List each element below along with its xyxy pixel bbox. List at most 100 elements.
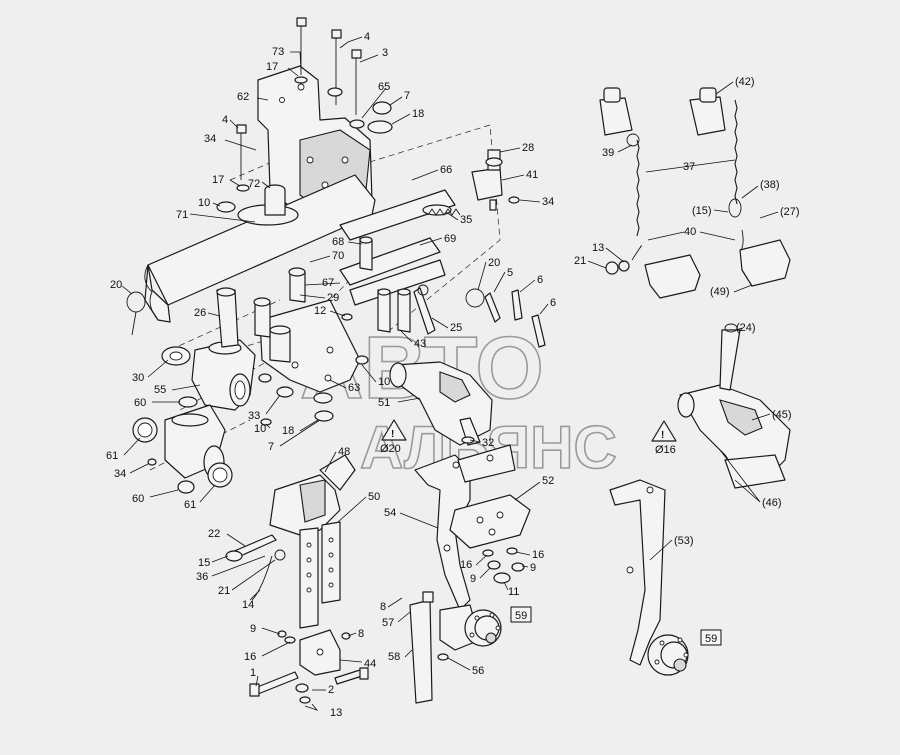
part-number: 37 — [683, 161, 695, 173]
part-number: 61 — [106, 450, 118, 462]
part-number: 71 — [176, 209, 188, 221]
part-number: 11 — [508, 586, 519, 598]
part-number: 9 — [470, 573, 476, 585]
part-callouts: 73 4 3 17 65 7 62 18 4 34 17 72 10 71 28… — [106, 31, 800, 719]
part-number: (27) — [780, 206, 800, 218]
part-number: 17 — [212, 174, 224, 186]
warning-symbol: ! — [661, 430, 664, 441]
drawbar-beam — [144, 174, 376, 323]
hitch-sleeve — [132, 339, 256, 494]
part-number: 55 — [154, 384, 166, 396]
lynch-pin — [225, 534, 286, 601]
part-number: 14 — [242, 599, 254, 611]
part-number: 66 — [440, 164, 452, 176]
part-number: 9 — [250, 623, 256, 635]
part-number: (15) — [692, 205, 712, 217]
part-number: 34 — [542, 196, 554, 208]
part-number: 21 — [574, 255, 586, 267]
part-number: 61 — [184, 499, 196, 511]
part-number: 9 — [530, 562, 536, 574]
part-number: 60 — [132, 493, 144, 505]
part-number: 20 — [110, 279, 122, 291]
part-number: 18 — [282, 425, 294, 437]
part-number: (42) — [735, 76, 755, 88]
part-number: 4 — [222, 114, 228, 126]
part-number: 16 — [244, 651, 256, 663]
part-number: (24) — [736, 322, 756, 334]
part-number: 21 — [218, 585, 230, 597]
part-number: 62 — [237, 91, 249, 103]
part-number: (38) — [760, 179, 780, 191]
part-number: 16 — [460, 559, 472, 571]
support-leg-left — [409, 591, 502, 704]
washers-lower — [258, 313, 369, 426]
part-number: 25 — [450, 322, 462, 334]
part-number: 7 — [404, 90, 410, 102]
part-number: 57 — [382, 617, 394, 629]
part-number: (53) — [674, 535, 694, 547]
part-number: (46) — [762, 497, 782, 509]
part-number: 44 — [364, 658, 376, 670]
nuts-middle — [482, 547, 525, 584]
side-links — [339, 189, 456, 306]
part-number: 2 — [328, 684, 334, 696]
part-number: 15 — [198, 557, 210, 569]
part-number: 22 — [208, 528, 220, 540]
support-leg-right — [609, 479, 689, 676]
part-number: 65 — [378, 81, 390, 93]
part-number: 26 — [194, 307, 206, 319]
part-number: 73 — [272, 46, 284, 58]
callout-text: 59 — [705, 633, 717, 645]
part-number: 41 — [526, 169, 538, 181]
warning-text: Ø16 — [655, 444, 676, 456]
pins-middle — [377, 284, 436, 335]
part-number: 39 — [602, 147, 614, 159]
part-number: (45) — [772, 409, 792, 421]
part-number: 13 — [330, 707, 342, 719]
latch-block — [471, 149, 520, 211]
adjustment-brackets — [299, 521, 341, 629]
part-number: 20 — [488, 257, 500, 269]
part-number: 8 — [358, 628, 364, 640]
part-number: 40 — [684, 226, 696, 238]
boxed-callout: 59 — [700, 629, 722, 646]
part-number: 18 — [412, 108, 424, 120]
part-number: 58 — [388, 651, 400, 663]
part-number: 69 — [444, 233, 456, 245]
part-number: 72 — [248, 178, 260, 190]
part-number: 33 — [248, 410, 260, 422]
part-number: 29 — [327, 292, 339, 304]
part-number: 36 — [196, 571, 208, 583]
bolts-bottom — [249, 667, 369, 697]
part-number: 3 — [382, 47, 388, 59]
part-number: 17 — [266, 61, 278, 73]
coupling-jaw — [389, 361, 493, 446]
clevis-bracket — [277, 629, 351, 704]
part-number: 13 — [592, 242, 604, 254]
part-number: 51 — [378, 397, 390, 409]
part-number: 52 — [542, 475, 554, 487]
part-number: 43 — [414, 338, 426, 350]
right-coupling-jaw — [677, 323, 791, 489]
pin-left — [126, 287, 239, 348]
part-number: 4 — [364, 31, 370, 43]
part-number: 8 — [380, 601, 386, 613]
part-number: 63 — [348, 382, 360, 394]
part-number: 12 — [314, 305, 326, 317]
part-number: 54 — [384, 507, 396, 519]
part-number: 6 — [537, 274, 543, 286]
part-number: 56 — [472, 665, 484, 677]
guide-cone — [269, 454, 356, 536]
part-number: 30 — [132, 372, 144, 384]
part-number: 16 — [532, 549, 544, 561]
callout-text: 59 — [515, 610, 527, 622]
warning-text: Ø20 — [380, 443, 401, 455]
warning-symbol: ! — [391, 429, 394, 440]
bolts-right — [465, 288, 546, 348]
bolts-top — [216, 17, 393, 213]
part-number: 28 — [522, 142, 534, 154]
safety-chain-assembly — [599, 87, 791, 299]
part-number: 60 — [134, 397, 146, 409]
warning-dia20: ! Ø20 — [380, 419, 407, 455]
